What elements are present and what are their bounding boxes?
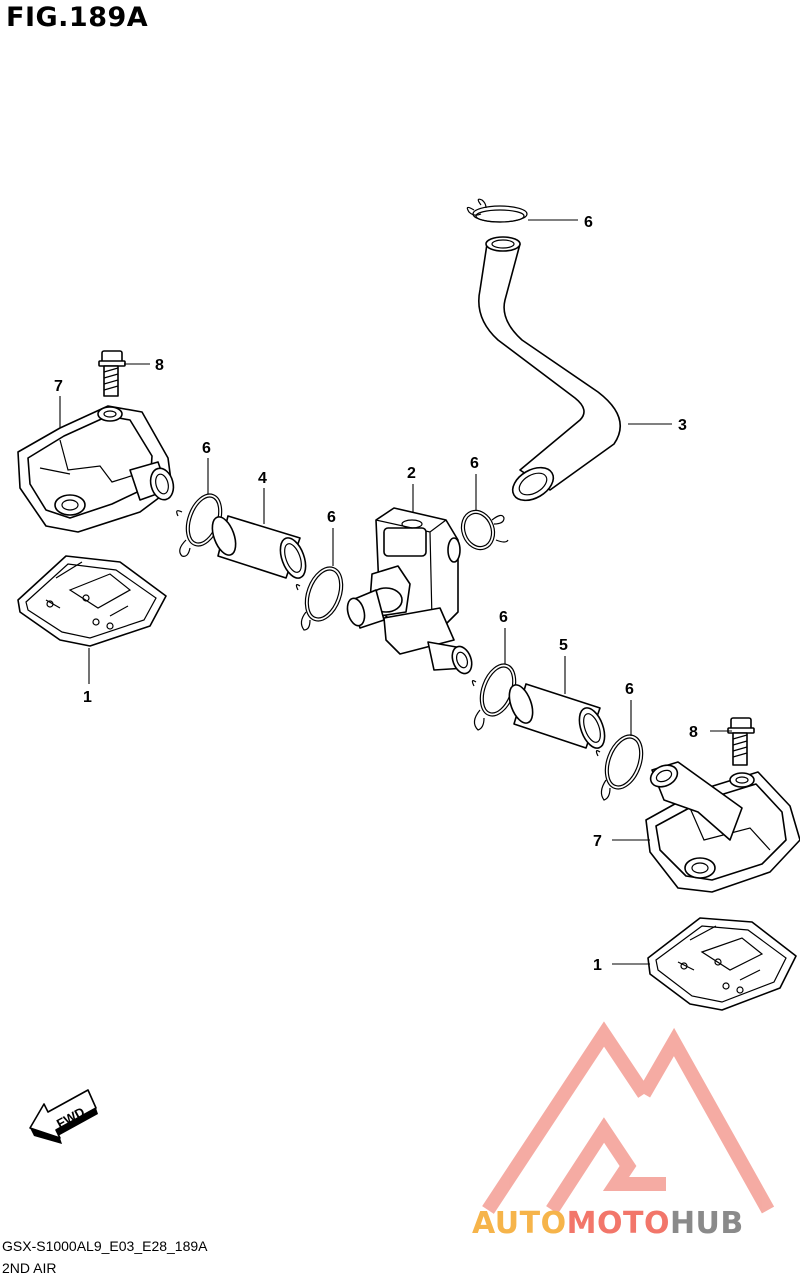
callout-1-lower: 1: [593, 957, 602, 974]
leader-lines: [59, 219, 732, 965]
automotohub-logo-icon: [482, 1021, 775, 1214]
callout-6-left-2: 6: [327, 509, 336, 526]
callout-8-upper: 8: [155, 357, 164, 374]
clamp-top[interactable]: [466, 198, 528, 223]
callout-8-lower: 8: [689, 724, 698, 741]
watermark-auto: AUTO: [472, 1206, 567, 1241]
callout-3: 3: [678, 417, 687, 434]
callout-6-valve-upper: 6: [470, 455, 479, 472]
section-name: 2ND AIR: [2, 1260, 57, 1276]
reed-valve-cover-lower[interactable]: [645, 761, 800, 893]
clamp-right[interactable]: [595, 730, 649, 801]
model-code: GSX-S1000AL9_E03_E28_189A: [2, 1238, 208, 1254]
hose-part-3[interactable]: [478, 236, 622, 507]
callout-5: 5: [559, 637, 568, 654]
watermark-text: AUTOMOTOHUB: [472, 1206, 744, 1241]
watermark-moto: MOTO: [566, 1206, 670, 1241]
fwd-arrow-icon: FWD: [29, 1089, 98, 1144]
watermark-hub: HUB: [669, 1206, 744, 1241]
callout-6-valve-lower: 6: [499, 609, 508, 626]
callout-2: 2: [407, 465, 416, 482]
clamp-left-2[interactable]: [295, 562, 349, 631]
callout-1-upper: 1: [83, 689, 92, 706]
reed-valve-lower[interactable]: [647, 917, 797, 1011]
bolt-upper[interactable]: [98, 350, 126, 397]
reed-valve-cover-upper[interactable]: [17, 405, 177, 533]
pair-control-valve[interactable]: [345, 507, 476, 676]
callout-6-left-1: 6: [202, 440, 211, 457]
callout-7-lower: 7: [593, 833, 602, 850]
callout-7-upper: 7: [54, 378, 63, 395]
hose-part-4[interactable]: [208, 514, 311, 582]
callout-6-right: 6: [625, 681, 634, 698]
callout-4: 4: [258, 470, 267, 487]
callout-6-top: 6: [584, 214, 593, 231]
bolt-lower[interactable]: [727, 717, 755, 766]
clamp-valve-upper[interactable]: [456, 506, 509, 555]
figure-title: FIG.189A: [6, 2, 149, 33]
hose-part-5[interactable]: [505, 682, 610, 752]
reed-valve-upper[interactable]: [17, 555, 167, 647]
